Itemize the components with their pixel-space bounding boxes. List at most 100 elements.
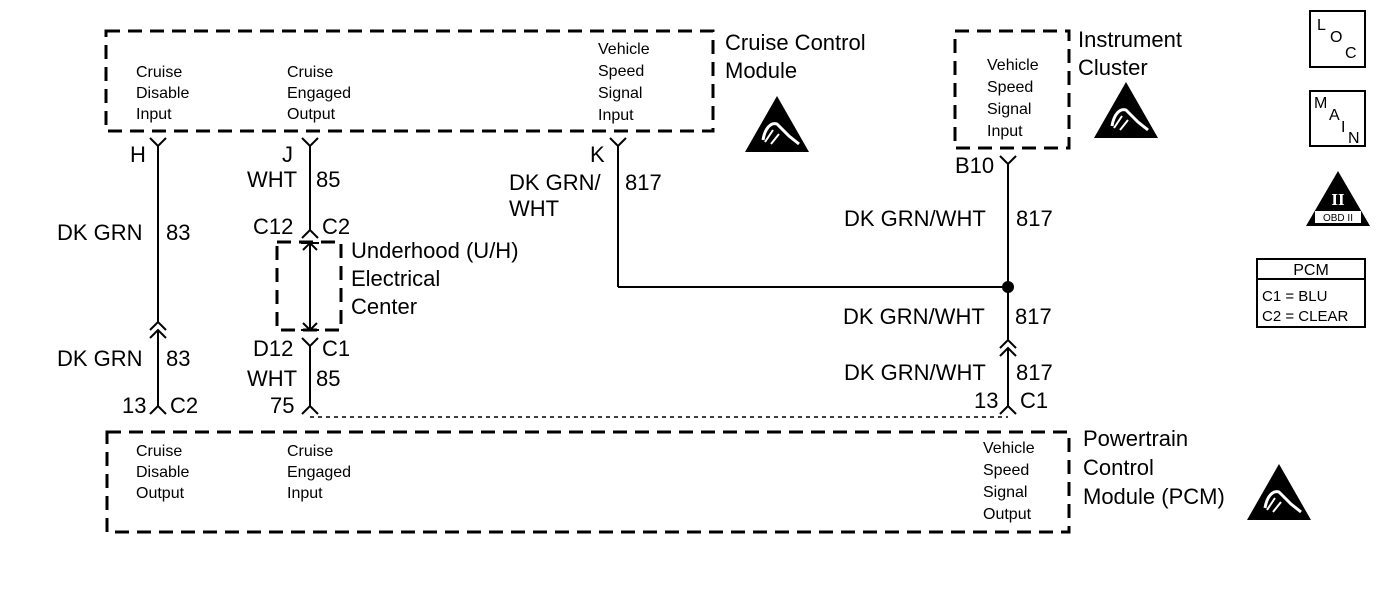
svg-text:O: O [1330,29,1342,46]
cruise-control-module-box [104,29,715,133]
pcm-title: Powertrain Control Module (PCM) [1083,426,1225,509]
svg-text:Instrument: Instrument [1078,27,1182,52]
dk-grn-wht-label: DK GRN/WHT [844,360,986,385]
svg-text:Cruise: Cruise [136,64,182,81]
svg-text:C2 = CLEAR: C2 = CLEAR [1262,308,1348,325]
underhood-electrical-center-title: Underhood (U/H) Electrical Center [351,238,519,319]
svg-text:N: N [1348,130,1360,147]
pcm-connector-legend: PCM C1 = BLU C2 = CLEAR [1256,258,1366,328]
pin-13-label: 13 [122,393,146,418]
obd-ii-icon: II OBD II [1306,171,1370,226]
main-icon: M A I N [1309,90,1366,147]
circuit-817-label: 817 [1016,360,1053,385]
svg-text:Speed: Speed [983,462,1029,479]
cruise-engaged-output-label: Cruise Engaged Output [287,64,351,123]
esd-icon [1245,462,1313,522]
circuit-85-wire [301,137,319,415]
svg-text:Signal: Signal [598,85,642,102]
dk-grn-label: DK GRN [57,346,143,371]
svg-text:Input: Input [598,107,634,124]
circuit-85-label: 85 [316,366,340,391]
circuit-817-label: 817 [1016,206,1053,231]
svg-text:Vehicle: Vehicle [983,440,1035,457]
connector-c1-label: C1 [322,336,350,361]
svg-text:Output: Output [983,506,1032,523]
circuit-817-label: 817 [1015,304,1052,329]
pcm-cruise-engaged-input-label: Cruise Engaged Input [287,443,351,502]
svg-text:Underhood (U/H): Underhood (U/H) [351,238,519,263]
esd-icon [743,94,811,154]
svg-text:Speed: Speed [598,63,644,80]
pin-13-label: 13 [974,388,998,413]
cruise-vss-input-label: Vehicle Speed Signal Input [598,41,650,124]
connector-c12-label: C12 [253,214,293,239]
svg-text:Cruise Control: Cruise Control [725,30,866,55]
svg-text:Disable: Disable [136,85,189,102]
svg-text:A: A [1329,107,1340,124]
svg-text:C1 = BLU: C1 = BLU [1262,288,1327,305]
svg-text:Control: Control [1083,455,1154,480]
circuit-83-label: 83 [166,346,190,371]
circuit-83-label: 83 [166,220,190,245]
svg-text:Input: Input [287,485,323,502]
esd-icon [1092,80,1160,140]
svg-text:Cruise: Cruise [287,443,333,460]
wht-label: WHT [247,167,297,192]
svg-text:Module (PCM): Module (PCM) [1083,484,1225,509]
pin-75-label: 75 [270,393,294,418]
pcm-vss-output-label: Vehicle Speed Signal Output [983,440,1035,523]
splice-point [1002,281,1014,293]
svg-text:Engaged: Engaged [287,464,351,481]
pcm-box [105,430,1071,534]
svg-text:I: I [1341,119,1345,136]
svg-text:Input: Input [987,123,1023,140]
svg-text:Vehicle: Vehicle [987,57,1039,74]
svg-text:Vehicle: Vehicle [598,41,650,58]
svg-text:Powertrain: Powertrain [1083,426,1188,451]
instrument-cluster-title: Instrument Cluster [1078,27,1182,80]
connector-j-label: J [282,142,293,167]
connector-d12-label: D12 [253,336,293,361]
dk-grn-wht-label: DK GRN/WHT [844,206,986,231]
svg-text:Input: Input [136,106,172,123]
circuit-817-wire [609,137,1017,415]
loc-icon: L O C [1309,10,1366,68]
svg-text:L: L [1317,17,1326,34]
svg-text:Center: Center [351,294,417,319]
dk-grn-label: DK GRN [57,220,143,245]
circuit-85-label: 85 [316,167,340,192]
svg-text:Electrical: Electrical [351,266,440,291]
connector-k-label: K [590,142,605,167]
connector-c2-label: C2 [170,393,198,418]
dk-grn-wht-label: DK GRN/WHT [843,304,985,329]
dk-grn-wht-label: WHT [509,196,559,221]
svg-text:OBD II: OBD II [1323,213,1353,224]
svg-text:Output: Output [136,485,185,502]
svg-text:Signal: Signal [987,101,1031,118]
svg-text:Signal: Signal [983,484,1027,501]
connector-c1-label: C1 [1020,388,1048,413]
circuit-817-label: 817 [625,170,662,195]
circuit-83-wire [149,137,167,415]
svg-text:M: M [1314,95,1327,112]
cluster-vss-input-label: Vehicle Speed Signal Input [987,57,1039,140]
cruise-disable-input-label: Cruise Disable Input [136,64,189,123]
svg-text:Cruise: Cruise [287,64,333,81]
svg-text:Module: Module [725,58,797,83]
wht-label: WHT [247,366,297,391]
svg-text:PCM: PCM [1293,262,1329,279]
cruise-control-module-title: Cruise Control Module [725,30,866,83]
svg-text:Speed: Speed [987,79,1033,96]
svg-text:Disable: Disable [136,464,189,481]
svg-text:Engaged: Engaged [287,85,351,102]
svg-text:Cluster: Cluster [1078,55,1148,80]
dk-grn-wht-label: DK GRN/ [509,170,602,195]
svg-text:C: C [1345,45,1357,62]
instrument-cluster-box [953,29,1071,150]
svg-text:Cruise: Cruise [136,443,182,460]
svg-text:II: II [1331,190,1345,209]
connector-c2-label: C2 [322,214,350,239]
pcm-cruise-disable-output-label: Cruise Disable Output [136,443,189,502]
svg-text:Output: Output [287,106,336,123]
